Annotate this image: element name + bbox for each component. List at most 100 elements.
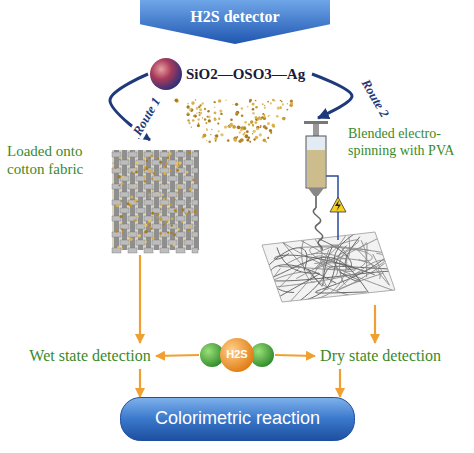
particle-dot xyxy=(194,210,197,213)
lightning-mark xyxy=(335,200,341,211)
particle-dot xyxy=(134,219,137,222)
particle-dot xyxy=(176,169,179,172)
particle-dot xyxy=(199,114,201,116)
fabric-weft-thread xyxy=(112,248,121,253)
flow-arrow xyxy=(139,255,141,343)
particle-dot xyxy=(220,133,223,136)
particle-dot xyxy=(232,125,236,129)
particle-dot xyxy=(200,112,203,115)
particle-dot xyxy=(120,221,122,223)
particle-dot xyxy=(264,105,265,106)
particle-dot xyxy=(272,125,275,128)
particle-dot xyxy=(264,107,266,109)
fabric-weft-thread xyxy=(152,192,161,197)
fabric-weft-thread xyxy=(152,240,161,245)
particle-dot xyxy=(121,182,124,185)
particle-dot xyxy=(244,132,245,133)
particle-dot xyxy=(259,133,262,136)
mesh-fiber xyxy=(257,253,386,289)
particle-dot xyxy=(128,235,130,237)
particle-dot xyxy=(187,119,189,121)
silica-sphere xyxy=(150,58,182,90)
particle-dot xyxy=(204,118,206,120)
particle-dot xyxy=(130,195,133,198)
particle-dot xyxy=(260,125,262,127)
particle-dot xyxy=(157,197,159,199)
particle-dot xyxy=(149,190,151,192)
particle-dot xyxy=(178,186,181,189)
fabric-weft-thread xyxy=(192,200,198,205)
fabric-weft-thread xyxy=(168,208,177,213)
fabric-weft-thread xyxy=(168,240,177,245)
particle-dot xyxy=(167,153,170,156)
fabric-weft-thread xyxy=(160,232,169,237)
particle-dot xyxy=(252,108,255,111)
fabric-weft-thread xyxy=(184,160,193,165)
particle-dot xyxy=(144,158,145,159)
particle-dot xyxy=(134,199,137,202)
particle-dot xyxy=(290,102,293,105)
particle-dot xyxy=(178,161,181,164)
particle-dot xyxy=(282,103,284,105)
particle-dot xyxy=(249,100,251,102)
flow-arrow xyxy=(156,355,199,356)
particle-dot xyxy=(268,115,269,116)
particle-dot xyxy=(244,121,247,124)
particle-dot xyxy=(136,201,138,203)
particle-dot xyxy=(148,194,150,196)
particle-dot xyxy=(238,140,241,143)
flow-arrow xyxy=(275,355,315,356)
particle-dot xyxy=(138,234,141,237)
particle-dot xyxy=(197,124,200,127)
particle-dot xyxy=(159,222,161,224)
particle-dot xyxy=(252,103,255,106)
spinning-jet xyxy=(313,208,322,250)
particle-dot xyxy=(252,133,253,134)
fabric-weft-thread xyxy=(176,152,185,157)
particle-dot xyxy=(227,139,230,142)
node-text: H2S detector xyxy=(140,7,330,26)
fabric-weft-thread xyxy=(144,248,153,253)
particle-dot xyxy=(159,217,162,220)
particle-dot xyxy=(166,162,168,164)
fabric-weft-thread xyxy=(120,224,129,229)
particle-dot xyxy=(205,122,207,124)
fabric-weft-thread xyxy=(192,168,198,173)
particle-dot xyxy=(197,118,200,121)
fabric-weft-thread xyxy=(136,208,145,213)
particle-dot xyxy=(199,104,201,106)
particle-dot xyxy=(225,100,226,101)
particle-dot xyxy=(191,101,195,105)
edge-label-holder: Route 1 xyxy=(127,92,165,140)
particle-dot xyxy=(203,134,207,138)
particle-dot xyxy=(156,192,158,194)
particle-dot xyxy=(263,139,266,142)
particle-dot xyxy=(148,224,151,227)
particle-dot xyxy=(246,130,249,133)
particle-dot xyxy=(286,109,288,111)
particle-dot xyxy=(175,162,178,165)
particle-dot xyxy=(123,224,124,225)
high-voltage-symbol xyxy=(330,197,346,212)
particle-dot xyxy=(122,248,123,249)
particle-dot xyxy=(115,153,117,155)
particle-dot xyxy=(208,119,211,122)
particle-dot xyxy=(126,202,129,205)
particle-dot xyxy=(120,215,123,218)
fabric-weft-thread xyxy=(192,216,198,221)
fabric-weft-thread xyxy=(160,216,169,221)
particle-dot xyxy=(255,100,257,102)
fabric-weft-thread xyxy=(184,224,193,229)
particle-dot xyxy=(149,197,151,199)
fabric-weft-thread xyxy=(168,224,177,229)
particle-dot xyxy=(211,129,213,131)
particle-dot xyxy=(144,224,147,227)
particle-dot xyxy=(243,133,245,135)
particle-dot xyxy=(268,116,270,118)
particle-dot xyxy=(218,99,222,103)
syringe xyxy=(304,121,328,208)
particle-dot xyxy=(210,134,211,135)
particle-dot xyxy=(252,124,254,126)
mesh-fiber xyxy=(339,260,401,288)
